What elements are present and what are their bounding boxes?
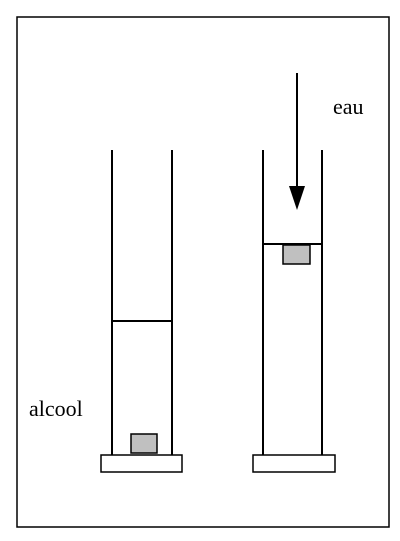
outer-frame — [16, 16, 390, 528]
left-cylinder-base — [100, 454, 183, 473]
left-cylinder — [100, 150, 183, 473]
label-alcool: alcool — [29, 396, 83, 421]
right-object — [282, 244, 311, 265]
left-object — [130, 433, 158, 454]
right-cylinder — [252, 150, 336, 473]
down-arrow-icon — [289, 73, 305, 210]
label-eau: eau — [333, 94, 364, 119]
right-cylinder-base — [252, 454, 336, 473]
arrow-head — [289, 186, 305, 210]
